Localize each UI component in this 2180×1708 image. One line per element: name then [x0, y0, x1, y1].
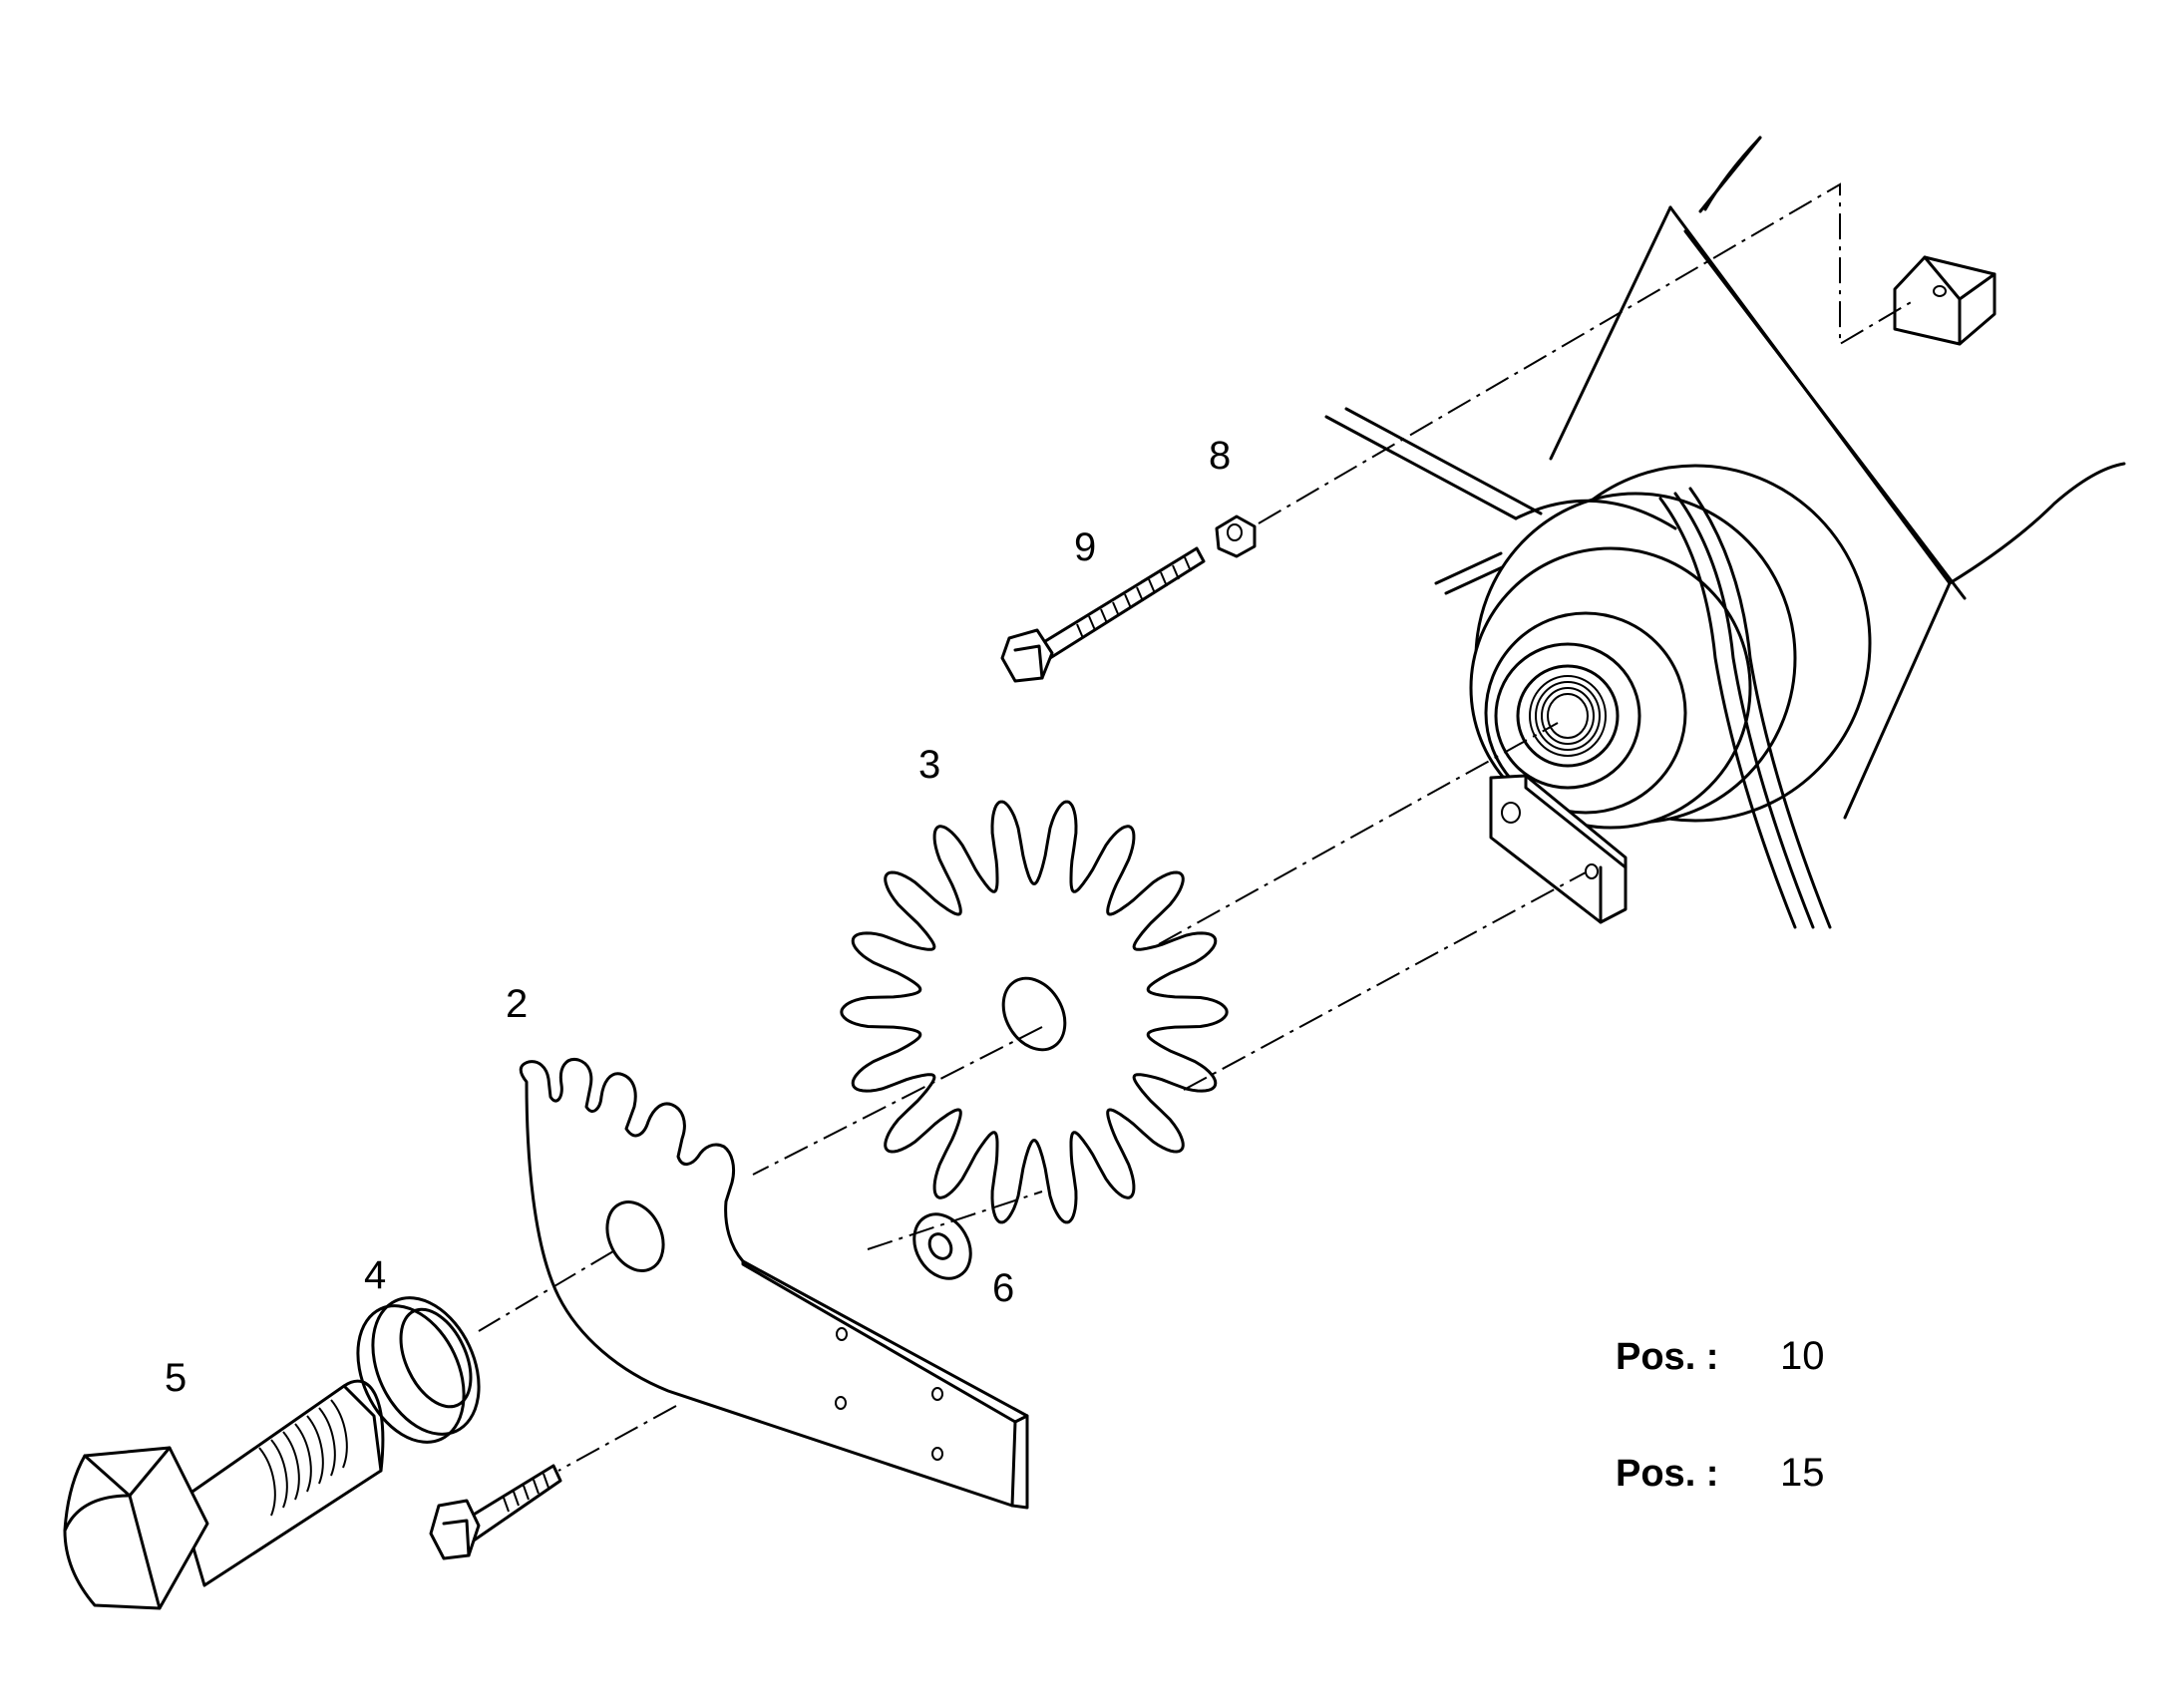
callout-8: 8 — [1209, 434, 1231, 478]
part-4-washer — [356, 1296, 481, 1444]
small-hex-bolt — [429, 1464, 562, 1560]
callout-5: 5 — [165, 1356, 186, 1400]
callout-6: 6 — [992, 1266, 1014, 1310]
part-3-toothed-disc — [840, 800, 1229, 1224]
callout-9: 9 — [1074, 525, 1096, 569]
position-legend: Pos. : 10 Pos. : 15 — [1616, 1334, 1825, 1495]
hub-bracket — [1489, 774, 1628, 924]
machine-frame — [1324, 136, 2126, 820]
pos-key-1: Pos. : — [1616, 1336, 1718, 1378]
belt — [1658, 487, 1832, 929]
part-2-notched-plate — [519, 1057, 1029, 1510]
part-5-hex-bolt — [63, 1379, 385, 1610]
square-nut-block — [1893, 255, 1997, 346]
pos-key-2: Pos. : — [1616, 1453, 1718, 1495]
threaded-bore — [1529, 675, 1607, 757]
part-8-nut — [1215, 514, 1257, 558]
pos-value-2: 15 — [1780, 1451, 1825, 1495]
pos-value-1: 10 — [1780, 1334, 1825, 1378]
part-9-long-bolt — [1000, 546, 1206, 683]
roller-hub — [1469, 464, 1872, 830]
callout-3: 3 — [918, 743, 940, 787]
callout-4: 4 — [364, 1253, 386, 1297]
part-6-small-washer — [912, 1212, 972, 1280]
callout-2: 2 — [506, 982, 528, 1026]
callout-labels: 2 3 4 5 6 8 9 — [165, 434, 1231, 1400]
bolt-5-threads — [258, 1399, 348, 1517]
assembly-lines — [478, 182, 1914, 1472]
